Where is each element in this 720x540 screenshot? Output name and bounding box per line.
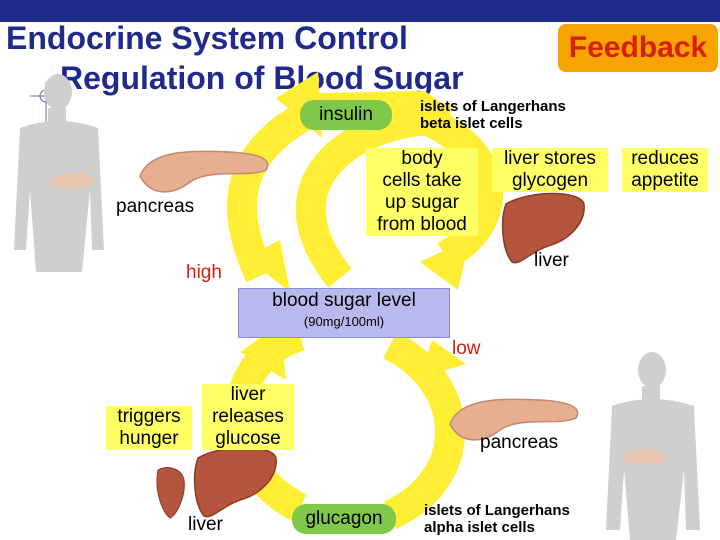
blood-sugar-level-label: blood sugar level [272, 290, 416, 311]
alpha-cells-label: islets of Langerhans alpha islet cells [424, 502, 570, 536]
liver-label-top: liver [534, 250, 569, 271]
feedback-label: Feedback [568, 31, 708, 64]
liver-label-bottom: liver [188, 514, 223, 535]
high-trigger-label: high [186, 262, 222, 283]
body-cells-effect-box: body cells take up sugar from blood [366, 148, 478, 236]
pancreas-bottom-icon [449, 398, 579, 441]
pancreas-label-bottom: pancreas [480, 432, 559, 453]
liver-stores-effect-box: liver stores glycogen [492, 148, 608, 192]
triggers-hunger-box: triggers hunger [106, 406, 192, 450]
reduces-appetite-effect-box: reduces appetite [622, 148, 708, 192]
pancreas-in-body-icon [49, 172, 94, 189]
bottom-loop-right-arc [382, 331, 465, 529]
pancreas-label-top: pancreas [116, 196, 195, 217]
blood-sugar-normal-value: (90mg/100ml) [303, 314, 385, 329]
human-silhouette-top [14, 74, 104, 272]
insulin-hormone-box: insulin [300, 100, 392, 130]
arrow-head-lower-right [420, 340, 466, 378]
liver-bottom-icon [193, 446, 277, 518]
top-bar [0, 0, 720, 22]
low-trigger-label: low [452, 338, 481, 359]
beta-cells-label: islets of Langerhans beta islet cells [420, 98, 566, 132]
liver-top-icon [501, 192, 585, 264]
blood-sugar-level-box: blood sugar level (90mg/100ml) [238, 288, 450, 338]
pancreas-in-body-icon-bottom [621, 448, 666, 465]
human-silhouette-bottom [606, 352, 700, 540]
pancreas-top-icon [139, 150, 269, 193]
liver-small-icon [156, 467, 185, 519]
arrow-head-mid [246, 240, 290, 292]
arrow-head-right [420, 238, 470, 290]
arrow-head-bottom [240, 324, 286, 380]
glucagon-hormone-box: glucagon [292, 504, 396, 534]
feedback-badge [558, 24, 718, 72]
liver-releases-glucose-box: liver releases glucose [202, 384, 294, 450]
title-line-2: Regulation of Blood Sugar [60, 60, 464, 96]
title-line-1: Endocrine System Control [6, 20, 408, 56]
